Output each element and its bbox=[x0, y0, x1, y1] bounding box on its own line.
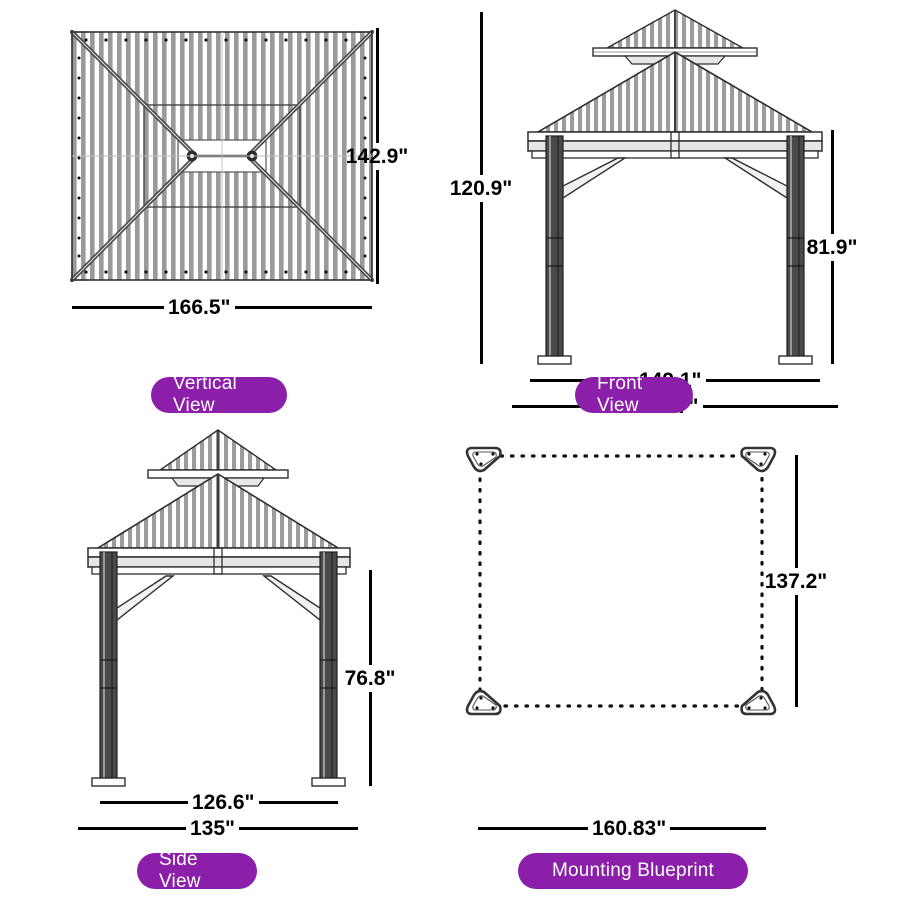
post-left bbox=[91, 551, 126, 787]
corner-braces bbox=[562, 157, 788, 200]
roof-fascia-band bbox=[527, 140, 823, 152]
dim-side-post-span-value: 126.6" bbox=[192, 791, 255, 814]
label-front-view-text: Front View bbox=[597, 373, 643, 416]
vertical-view-drawing bbox=[69, 29, 375, 283]
hip-rafter-highlight bbox=[72, 32, 372, 280]
dim-vertical-depth-value: 142.9" bbox=[345, 144, 409, 168]
roof-fascia-top bbox=[527, 131, 823, 142]
roof-fascia-band bbox=[87, 556, 351, 568]
roof-fascia-bottom bbox=[531, 150, 819, 159]
dim-side-roof-span-value: 135" bbox=[190, 817, 235, 840]
corner-braces bbox=[116, 575, 321, 622]
mounting-blueprint-panel: 137.2" 160.83" Mounting Blueprint bbox=[450, 420, 900, 889]
side-view-drawing bbox=[87, 429, 351, 787]
dim-side-roof-span: 135" bbox=[78, 818, 358, 839]
mounting-blueprint-drawing bbox=[465, 446, 777, 716]
label-front-view[interactable]: Front View bbox=[575, 373, 693, 416]
dim-front-overall-height-value: 120.9" bbox=[449, 176, 513, 200]
mounting-bracket-top-right bbox=[740, 446, 777, 473]
front-view-panel: 120.9" 81.9" 149.1" 158.7" Front View bbox=[450, 0, 900, 420]
dim-mount-width: 160.83" bbox=[478, 818, 766, 839]
dim-front-overall-height: 120.9" bbox=[450, 12, 512, 364]
roof-fascia-top bbox=[87, 547, 351, 558]
post-left bbox=[537, 135, 572, 365]
vertical-view-panel: 142.9" 166.5" Vertical View bbox=[0, 0, 450, 420]
footprint-outline bbox=[478, 454, 764, 708]
dim-side-clearance-height: 76.8" bbox=[345, 570, 395, 786]
dim-side-post-span: 126.6" bbox=[100, 792, 338, 813]
dim-side-clearance-height-value: 76.8" bbox=[344, 666, 396, 690]
label-vertical-view[interactable]: Vertical View bbox=[151, 373, 287, 416]
dim-mount-depth-value: 137.2" bbox=[764, 569, 828, 593]
dim-vertical-depth: 142.9" bbox=[346, 28, 408, 284]
label-mounting-blueprint[interactable]: Mounting Blueprint bbox=[518, 853, 748, 889]
mounting-bracket-top-left bbox=[465, 446, 502, 473]
label-side-view[interactable]: Side View bbox=[137, 849, 257, 892]
post-right bbox=[778, 135, 813, 365]
fastener-dots bbox=[77, 38, 367, 274]
label-vertical-view-text: Vertical View bbox=[173, 373, 237, 416]
mounting-bracket-bottom-right bbox=[740, 689, 777, 716]
roof-fascia-bottom bbox=[91, 566, 347, 575]
dim-front-post-height-value: 81.9" bbox=[806, 235, 858, 259]
mounting-bracket-bottom-left bbox=[465, 689, 502, 716]
dim-front-post-height: 81.9" bbox=[807, 130, 857, 364]
label-mounting-blueprint-text: Mounting Blueprint bbox=[551, 860, 715, 881]
dim-mount-depth: 137.2" bbox=[765, 455, 827, 707]
label-side-view-text: Side View bbox=[159, 849, 201, 892]
dim-vertical-width-value: 166.5" bbox=[168, 296, 231, 319]
side-view-panel: 76.8" 126.6" 135" Side View bbox=[0, 420, 450, 892]
front-view-drawing bbox=[527, 9, 823, 365]
dim-vertical-width: 166.5" bbox=[72, 297, 372, 318]
post-right bbox=[311, 551, 346, 787]
dim-mount-width-value: 160.83" bbox=[592, 817, 667, 840]
